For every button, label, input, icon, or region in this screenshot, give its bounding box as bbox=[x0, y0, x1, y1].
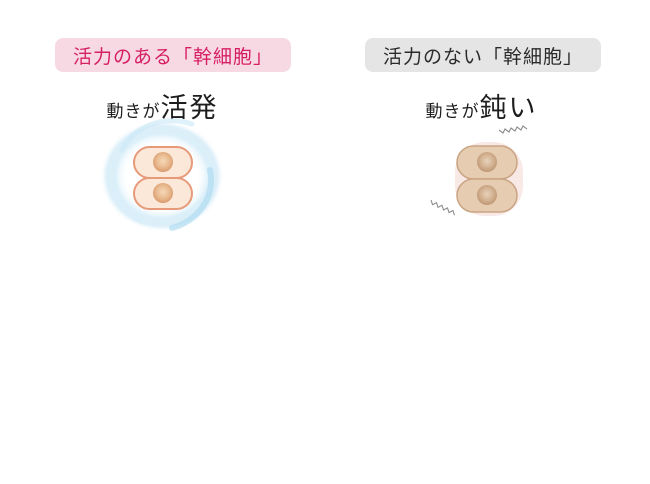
active-stem-cell-badge: 活力のある「幹細胞」 bbox=[55, 38, 291, 72]
active-stem-cell-panel: 活力のある「幹細胞」 動きが活発 bbox=[0, 0, 325, 260]
inactive-caption-emphasis: 鈍い bbox=[479, 93, 538, 124]
inactive-stem-cell-badge: 活力のない「幹細胞」 bbox=[365, 38, 601, 72]
inactive-stem-cell-panel: 活力のない「幹細胞」 動きが鈍い bbox=[325, 0, 650, 260]
inactive-caption: 動きが鈍い bbox=[319, 86, 644, 125]
inactive-nucleus-top bbox=[477, 152, 497, 172]
active-nucleus-top bbox=[153, 152, 173, 172]
inactive-nucleus-bottom bbox=[477, 185, 497, 205]
active-nucleus-bottom bbox=[153, 183, 173, 203]
inactive-cell-illustration bbox=[430, 125, 528, 216]
inactive-caption-prefix: 動きが bbox=[425, 102, 480, 122]
active-cell-illustration bbox=[100, 118, 224, 232]
vibration-mark-top bbox=[498, 125, 528, 134]
vibration-mark-bottom bbox=[430, 199, 456, 216]
active-caption-prefix: 動きが bbox=[106, 102, 161, 122]
